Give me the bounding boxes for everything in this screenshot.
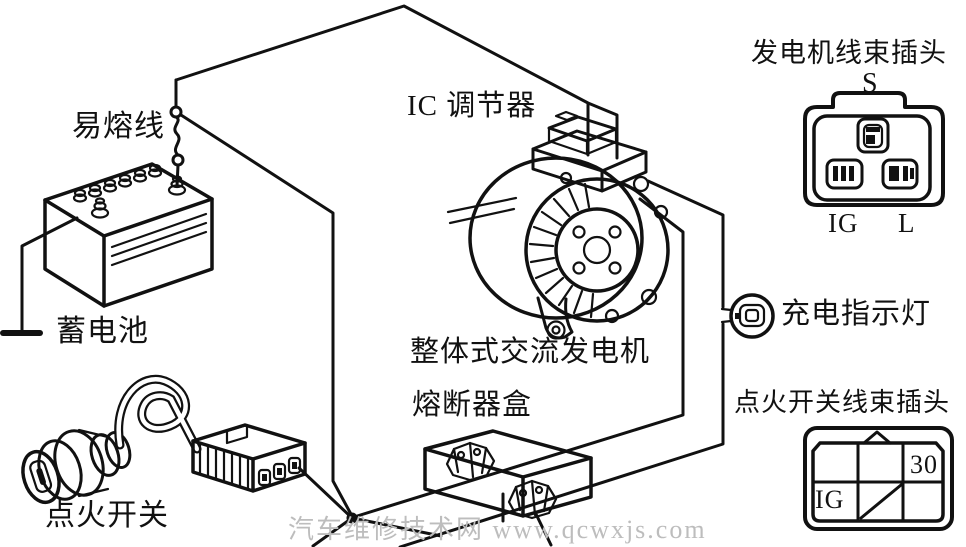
wire-junction-right bbox=[350, 516, 443, 538]
label-fusible-link: 易熔线 bbox=[72, 110, 165, 143]
pin-slot-l bbox=[881, 158, 919, 190]
ic-regulator-illustration bbox=[531, 110, 648, 193]
wire-lamp-upper bbox=[646, 179, 725, 309]
switch-connector-block bbox=[191, 423, 307, 493]
battery-terminal-posts bbox=[90, 175, 187, 219]
wire-junction-down bbox=[311, 516, 354, 547]
label-charge-indicator: 充电指示灯 bbox=[781, 298, 932, 330]
fuse-2 bbox=[507, 479, 558, 520]
label-ic-regulator: IC 调节器 bbox=[407, 90, 537, 122]
wires bbox=[0, 4, 733, 547]
label-pin-ig: IG bbox=[828, 208, 859, 238]
ignition-switch-illustration bbox=[21, 374, 307, 505]
ignition-connector-diagram bbox=[803, 426, 954, 531]
alternator-illustration bbox=[446, 110, 670, 340]
pin-slot-s bbox=[856, 117, 890, 154]
connector-grid bbox=[811, 441, 945, 523]
label-fuse-box: 熔断器盒 bbox=[412, 389, 533, 421]
pin-slot-ig bbox=[825, 158, 864, 190]
wire-b-plus bbox=[174, 4, 619, 160]
label-ignition-connector: 点火开关线束插头 bbox=[734, 388, 951, 417]
label-battery: 蓄电池 bbox=[56, 315, 149, 348]
wire-ground bbox=[20, 216, 79, 333]
label-generator-connector: 发电机线束插头 bbox=[751, 38, 947, 68]
label-cell-30: 30 bbox=[910, 450, 938, 479]
alternator-detail-bolts bbox=[559, 171, 669, 324]
alternator-fins bbox=[528, 182, 595, 319]
battery-illustration bbox=[43, 162, 214, 308]
fuse-tails bbox=[501, 492, 553, 547]
watermark: 汽车维修技术网 www.qcwxjs.com bbox=[288, 515, 707, 544]
wire-accessory bbox=[179, 113, 354, 518]
charge-indicator-lamp-icon bbox=[729, 293, 775, 339]
battery-cell-caps bbox=[72, 163, 163, 203]
wire-ig bbox=[352, 197, 685, 519]
alternator-adjust-stud bbox=[446, 196, 518, 225]
label-alternator: 整体式交流发电机 bbox=[410, 336, 651, 368]
label-ignition-switch: 点火开关 bbox=[45, 499, 169, 532]
alternator-hub-bolts bbox=[572, 225, 622, 275]
generator-connector-diagram bbox=[803, 91, 945, 207]
connector-diagonal bbox=[859, 483, 903, 520]
label-pin-s: S bbox=[862, 68, 879, 99]
connector-keying-notch bbox=[862, 430, 892, 445]
junction-dot bbox=[346, 512, 358, 524]
connector-pin-slots bbox=[257, 456, 302, 487]
fusible-link-icon bbox=[169, 78, 185, 188]
lamp-stubs bbox=[720, 307, 733, 324]
label-pin-l: L bbox=[898, 208, 916, 238]
fuse-1 bbox=[445, 441, 496, 482]
label-cell-ig: IG bbox=[815, 485, 845, 514]
wire-switch-to-junction bbox=[297, 466, 353, 519]
fuse-box-illustration bbox=[423, 429, 593, 520]
